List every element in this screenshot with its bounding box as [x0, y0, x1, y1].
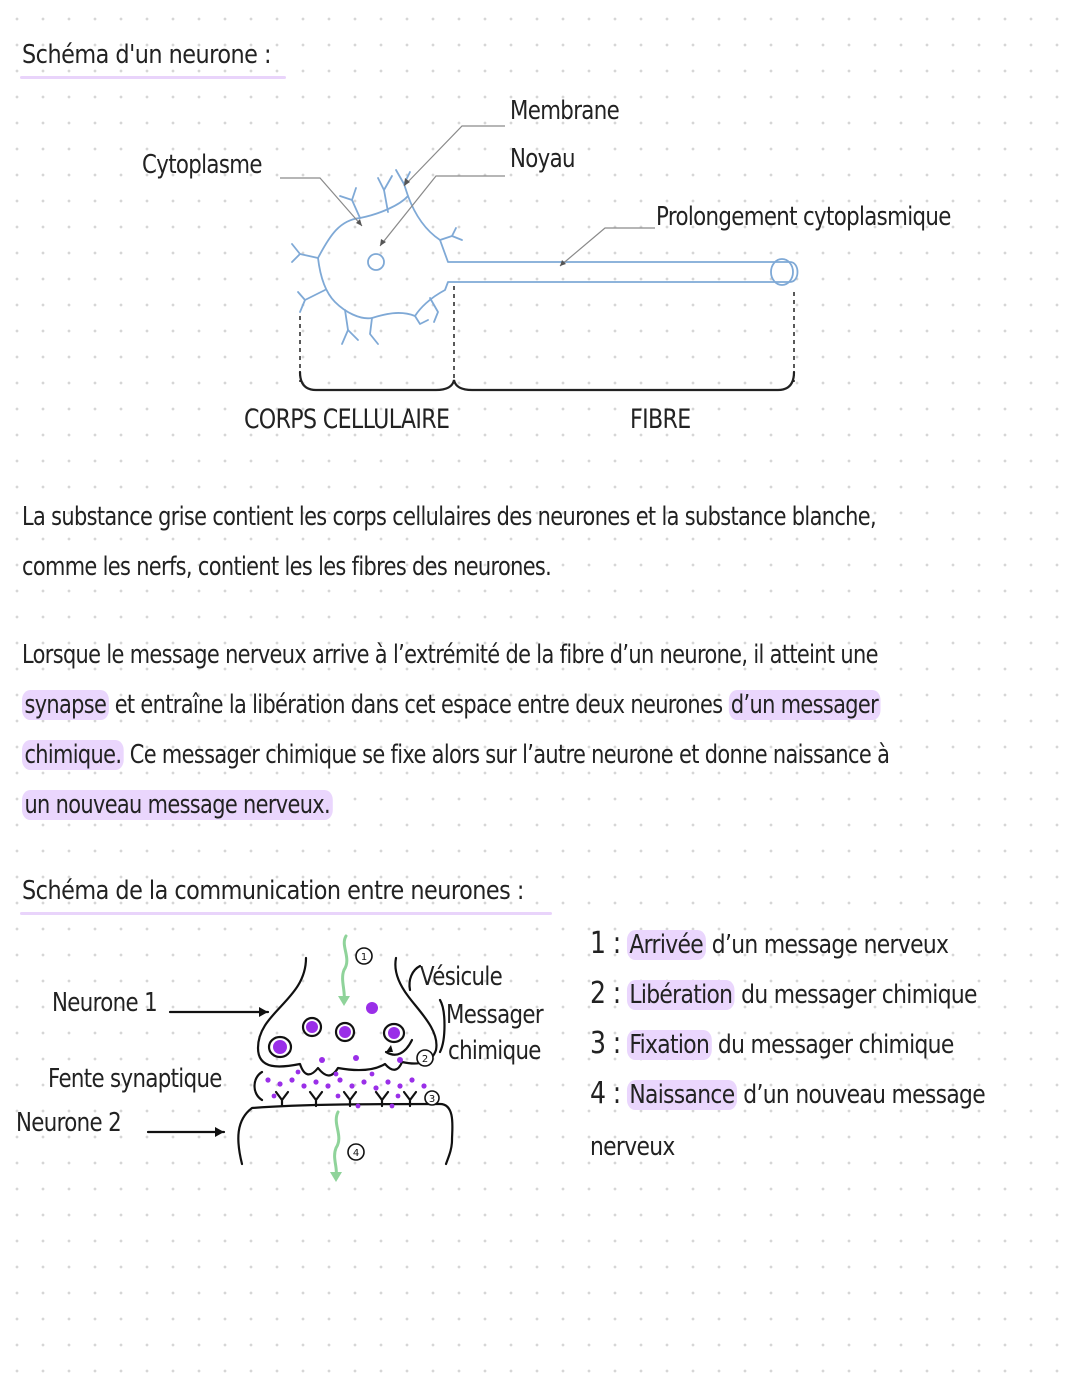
presynaptic-terminal	[256, 956, 438, 1077]
marker-4: 4	[353, 1148, 359, 1159]
nucleus	[367, 253, 385, 271]
label-corps-cellulaire: CORPS CELLULAIRE	[244, 404, 450, 435]
legend-number: 1 :	[590, 926, 621, 961]
legend-item-4: 4 : Naissance d’un nouveau message	[590, 1076, 986, 1111]
paragraph-synapse: Lorsque le message nerveux arrive à l’ex…	[22, 630, 1031, 830]
heading-underline	[20, 912, 552, 915]
label-cytoplasme: Cytoplasme	[142, 150, 263, 180]
postsynaptic-neuron	[237, 1102, 454, 1166]
marker-1: 1	[361, 952, 367, 963]
legend-number: 4 :	[590, 1076, 621, 1111]
marker-3: 3	[429, 1094, 435, 1105]
label-neurone-1: Neurone 1	[52, 988, 158, 1018]
highlight: Naissance	[626, 1080, 738, 1110]
paragraph-line: La substance grise contient les corps ce…	[22, 502, 877, 532]
paragraph-line: chimique. Ce messager chimique se fixe a…	[22, 730, 1031, 780]
heading-underline	[20, 76, 286, 79]
legend-item-1: 1 : Arrivée d’un message nerveux	[590, 926, 949, 961]
axon-terminal	[770, 258, 794, 286]
paragraph-text: Ce messager chimique se fixe alors sur l…	[123, 740, 890, 770]
label-messager: Messager	[446, 1000, 544, 1030]
highlight: Fixation	[626, 1030, 712, 1060]
label-membrane: Membrane	[510, 96, 620, 126]
highlight: chimique.	[22, 740, 124, 770]
legend-text: d’un message nerveux	[705, 930, 949, 960]
label-neurone-2: Neurone 2	[16, 1108, 122, 1138]
marker-2: 2	[422, 1054, 428, 1065]
legend-text: d’un nouveau message	[737, 1080, 986, 1110]
highlight: Arrivée	[626, 930, 706, 960]
highlight: synapse	[22, 690, 109, 720]
label-fibre: FIBRE	[630, 404, 691, 435]
synapse-diagram-heading: Schéma de la communication entre neurone…	[22, 876, 524, 906]
legend-number: 2 :	[590, 976, 621, 1011]
legend-number: 3 :	[590, 1026, 621, 1061]
legend-text: du messager chimique	[711, 1030, 954, 1060]
paragraph-substance: La substance grise contient les corps ce…	[22, 492, 1031, 592]
label-fente-synaptique: Fente synaptique	[48, 1064, 222, 1094]
paragraph-text: et entraîne la libération dans cet espac…	[108, 690, 729, 720]
label-chimique: chimique	[448, 1036, 541, 1066]
neuron-diagram	[280, 125, 799, 392]
highlight: d’un messager	[728, 690, 881, 720]
paragraph-line: comme les nerfs, contient les les fibres…	[22, 552, 552, 582]
legend-text: du messager chimique	[734, 980, 977, 1010]
legend-tail: nerveux	[590, 1132, 675, 1162]
label-vesicule: Vésicule	[420, 962, 503, 992]
highlight: un nouveau message nerveux.	[22, 790, 333, 820]
highlight: Libération	[626, 980, 735, 1010]
legend-item-3: 3 : Fixation du messager chimique	[590, 1026, 954, 1061]
paragraph-line: un nouveau message nerveux.	[22, 780, 1031, 830]
label-noyau: Noyau	[510, 144, 576, 174]
paragraph-line: synapse et entraîne la libération dans c…	[22, 680, 1031, 730]
legend-item-2: 2 : Libération du messager chimique	[590, 976, 977, 1011]
neuron-diagram-heading: Schéma d'un neurone :	[22, 40, 272, 70]
label-prolongement: Prolongement cytoplasmique	[656, 202, 951, 232]
paragraph-line: Lorsque le message nerveux arrive à l’ex…	[22, 640, 878, 670]
